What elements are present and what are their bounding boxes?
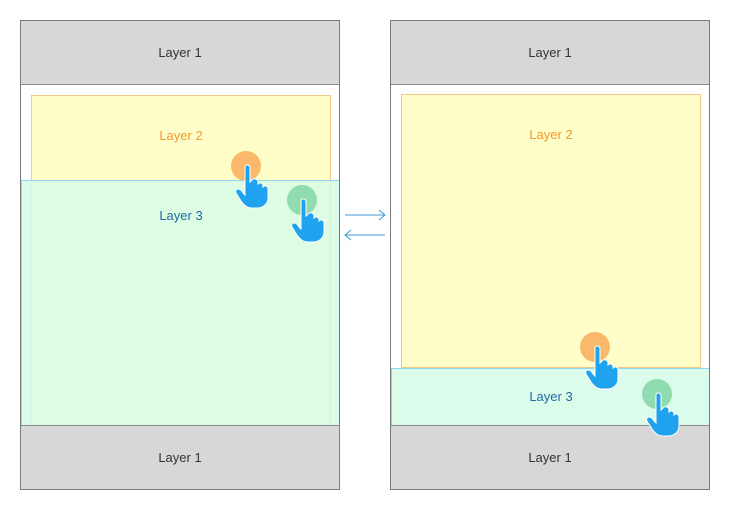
right-layer1-bottom: Layer 1 — [391, 425, 709, 489]
left-layer3-label: Layer 3 — [159, 208, 203, 223]
right-layer2-label: Layer 2 — [529, 127, 573, 142]
left-phone-frame: Layer 1 Layer 2 Layer 3 Layer 1 — [20, 20, 340, 490]
right-phone-frame: Layer 1 Layer 2 Layer 3 Layer 1 — [390, 20, 710, 490]
bidirectional-arrows-icon — [344, 209, 386, 241]
left-hand-icon-green — [291, 198, 325, 243]
right-layer1-top: Layer 1 — [391, 21, 709, 85]
left-layer1-top: Layer 1 — [21, 21, 339, 85]
left-layer1-top-label: Layer 1 — [158, 45, 202, 60]
right-hand-icon-green — [646, 392, 680, 437]
right-layer2-panel: Layer 2 — [401, 94, 701, 368]
right-layer1-top-label: Layer 1 — [528, 45, 572, 60]
left-hand-icon-orange — [235, 164, 269, 209]
right-layer3-label: Layer 3 — [529, 389, 573, 404]
left-layer3-panel: Layer 3 — [21, 180, 339, 428]
right-hand-icon-orange — [585, 345, 619, 390]
left-layer2-label: Layer 2 — [159, 128, 203, 143]
right-layer1-bottom-label: Layer 1 — [528, 450, 572, 465]
left-layer1-bottom-label: Layer 1 — [158, 450, 202, 465]
left-layer1-bottom: Layer 1 — [21, 425, 339, 489]
